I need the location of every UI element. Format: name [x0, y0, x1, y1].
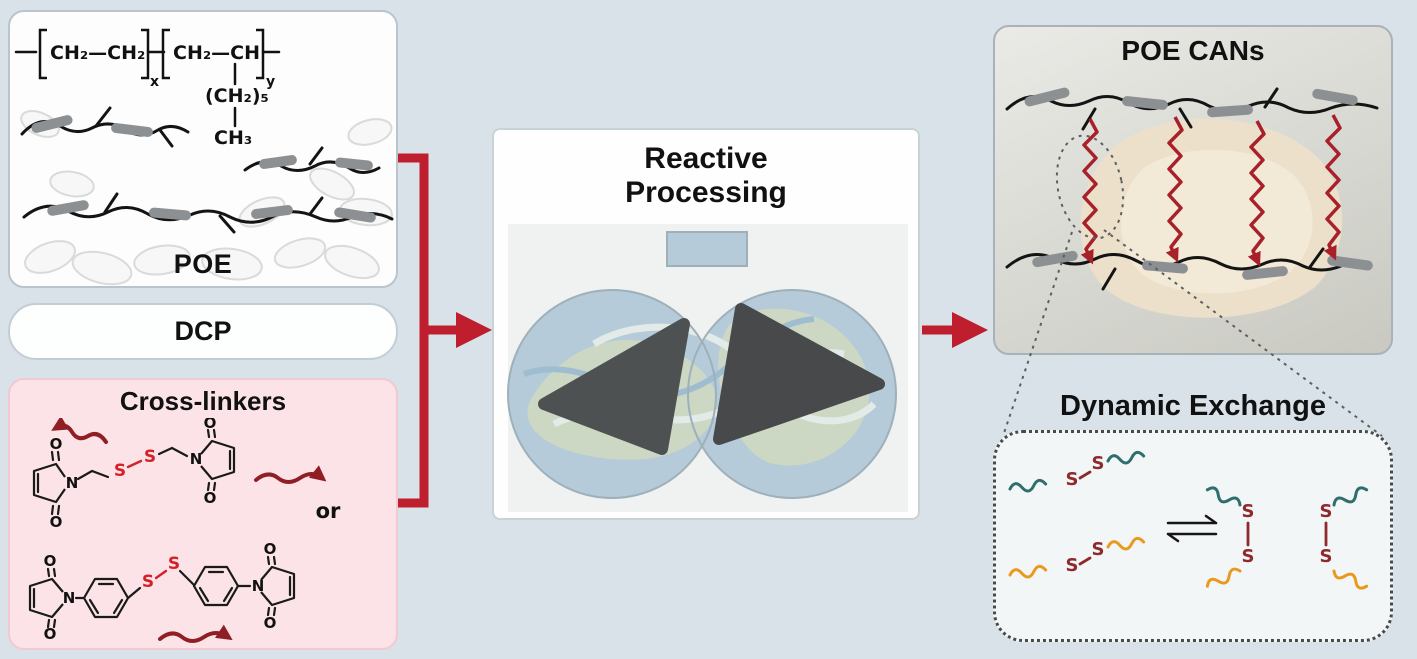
oxygen-atom: O: [204, 489, 217, 507]
internal-mixer-graphic: [507, 224, 908, 512]
or-label: or: [316, 499, 341, 523]
sulfur-atom: S: [1242, 501, 1255, 522]
oxygen-atom: O: [44, 552, 57, 570]
dynamic-exchange-panel: S S S S S S: [993, 430, 1393, 642]
dcp-panel: DCP: [8, 303, 398, 360]
subscript-y: y: [266, 74, 275, 90]
reactant-teal-disulfide: S S: [1008, 450, 1146, 493]
crosslinkers-title: Cross-linkers: [119, 386, 287, 416]
reactive-processing-panel: Reactive Processing: [492, 128, 920, 520]
sulfur-atom: S: [1092, 539, 1105, 560]
bracket-close-2: [256, 28, 265, 80]
oxygen-atom: O: [44, 625, 57, 643]
aromatic-bmi-disulfide: O O N S S N: [28, 540, 296, 643]
oxygen-atom: O: [50, 435, 63, 453]
output-flow-arrow: [922, 312, 988, 348]
crosslinker-structures-graphic: O O N S S N O O or: [28, 418, 341, 643]
product-exchanged-pair-1: S S: [1205, 486, 1255, 588]
dynamic-exchange-title: Dynamic Exchange: [1060, 390, 1326, 422]
nitrogen-atom: N: [190, 450, 203, 468]
polymer-attachment-squiggle: [158, 624, 233, 643]
sulfur-atom: S: [168, 554, 180, 574]
polymer-chain-sketch: [20, 106, 394, 234]
poe-panel: CH₂—CH₂ x CH₂—CH y (CH₂)₅ CH₃: [8, 10, 398, 288]
sulfur-atom: S: [144, 447, 156, 467]
oxygen-atom: O: [264, 614, 277, 632]
bracket-close-1: [141, 28, 150, 80]
equilibrium-arrows-icon: [1166, 514, 1218, 543]
sulfur-atom: S: [1066, 469, 1079, 490]
sulfur-atom: S: [1092, 453, 1105, 474]
side-group: (CH₂)₅: [205, 85, 269, 107]
disulfide-exchange-scheme: S S S S S S: [1008, 450, 1369, 590]
poe-structure-graphic: CH₂—CH₂ x CH₂—CH y (CH₂)₅ CH₃: [14, 28, 394, 286]
nitrogen-atom: N: [63, 589, 76, 607]
dcp-label: DCP: [174, 316, 232, 346]
reactant-orange-disulfide: S S: [1008, 536, 1146, 579]
aliphatic-bmi-disulfide: O O N S S N O O: [32, 418, 327, 531]
oxygen-atom: O: [264, 540, 277, 558]
network-graphic: [1005, 87, 1379, 318]
bracket-open-2: [161, 28, 170, 80]
poe-label: POE: [173, 249, 233, 279]
nitrogen-atom: N: [66, 474, 79, 492]
crosslinkers-panel: Cross-linkers O O N S S N: [8, 378, 398, 650]
oxygen-atom: O: [204, 418, 217, 432]
sulfur-atom: S: [1066, 555, 1079, 576]
repeat-unit-1: CH₂—CH₂: [50, 42, 145, 64]
polymer-attachment-squiggle: [254, 465, 327, 484]
bracket-open-1: [38, 28, 47, 80]
magnifier-circle: [1055, 134, 1125, 240]
sulfur-atom: S: [1320, 501, 1333, 522]
poe-repeat-unit-formula: CH₂—CH₂ x CH₂—CH y (CH₂)₅ CH₃: [14, 28, 281, 149]
rotor-blades: [538, 303, 885, 455]
nitrogen-atom: N: [252, 577, 265, 595]
poe-cans-panel: POE CANs: [993, 25, 1393, 355]
reactive-processing-title: Reactive Processing: [494, 130, 918, 209]
title-line-2: Processing: [625, 175, 787, 209]
sulfur-atom: S: [142, 572, 154, 592]
title-line-1: Reactive: [644, 142, 768, 175]
poe-cans-title: POE CANs: [1121, 35, 1265, 66]
oxygen-atom: O: [50, 513, 63, 531]
repeat-unit-2: CH₂—CH: [173, 42, 260, 64]
end-group: CH₃: [214, 127, 252, 149]
sulfur-atom: S: [114, 461, 126, 481]
product-exchanged-pair-2: S S: [1320, 486, 1369, 590]
input-bracket-arrow: [398, 153, 492, 508]
sulfur-atom: S: [1320, 546, 1333, 567]
sulfur-atom: S: [1242, 546, 1255, 567]
polymer-attachment-squiggle: [51, 418, 108, 444]
subscript-x: x: [150, 74, 159, 90]
